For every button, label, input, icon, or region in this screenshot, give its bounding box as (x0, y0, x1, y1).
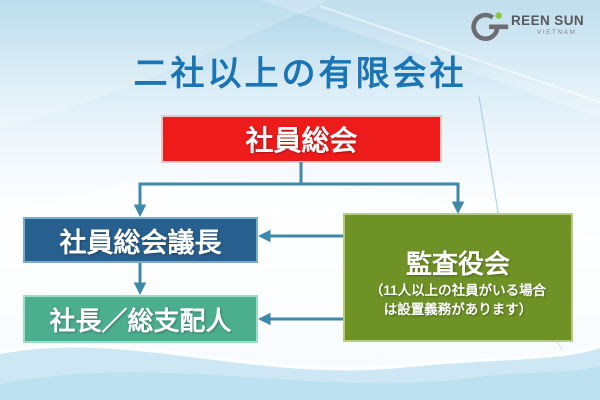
green-dot-icon (495, 12, 502, 19)
audit-note-line2: は設置義務があります） (383, 302, 533, 317)
logo-text: REEN SUN VIETNAM (511, 14, 584, 36)
greensun-g-icon (471, 12, 509, 41)
node-audit-board-label: 監査役会 (405, 249, 510, 280)
greensun-logo: REEN SUN VIETNAM (470, 7, 584, 43)
node-shareholders-meeting-label: 社員総会 (245, 125, 358, 156)
node-president-general-manager-label: 社長／総支配人 (49, 305, 232, 336)
slide-title: 二社以上の有限会社 (133, 55, 467, 93)
audit-note-line1: （11人以上の社員がいる場合 (369, 283, 547, 299)
node-meeting-chairman: 社員総会議長 (23, 217, 258, 263)
node-audit-board-note: （11人以上の社員がいる場合 は設置義務があります） (370, 282, 546, 320)
logo-region-text: VIETNAM (537, 28, 577, 36)
node-audit-board: 監査役会 （11人以上の社員がいる場合 は設置義務があります） (343, 213, 573, 342)
node-meeting-chairman-label: 社員総会議長 (59, 227, 222, 258)
node-shareholders-meeting: 社員総会 (161, 115, 442, 163)
node-president-general-manager: 社長／総支配人 (23, 295, 258, 343)
logo-brand-text: REEN SUN (511, 13, 584, 28)
